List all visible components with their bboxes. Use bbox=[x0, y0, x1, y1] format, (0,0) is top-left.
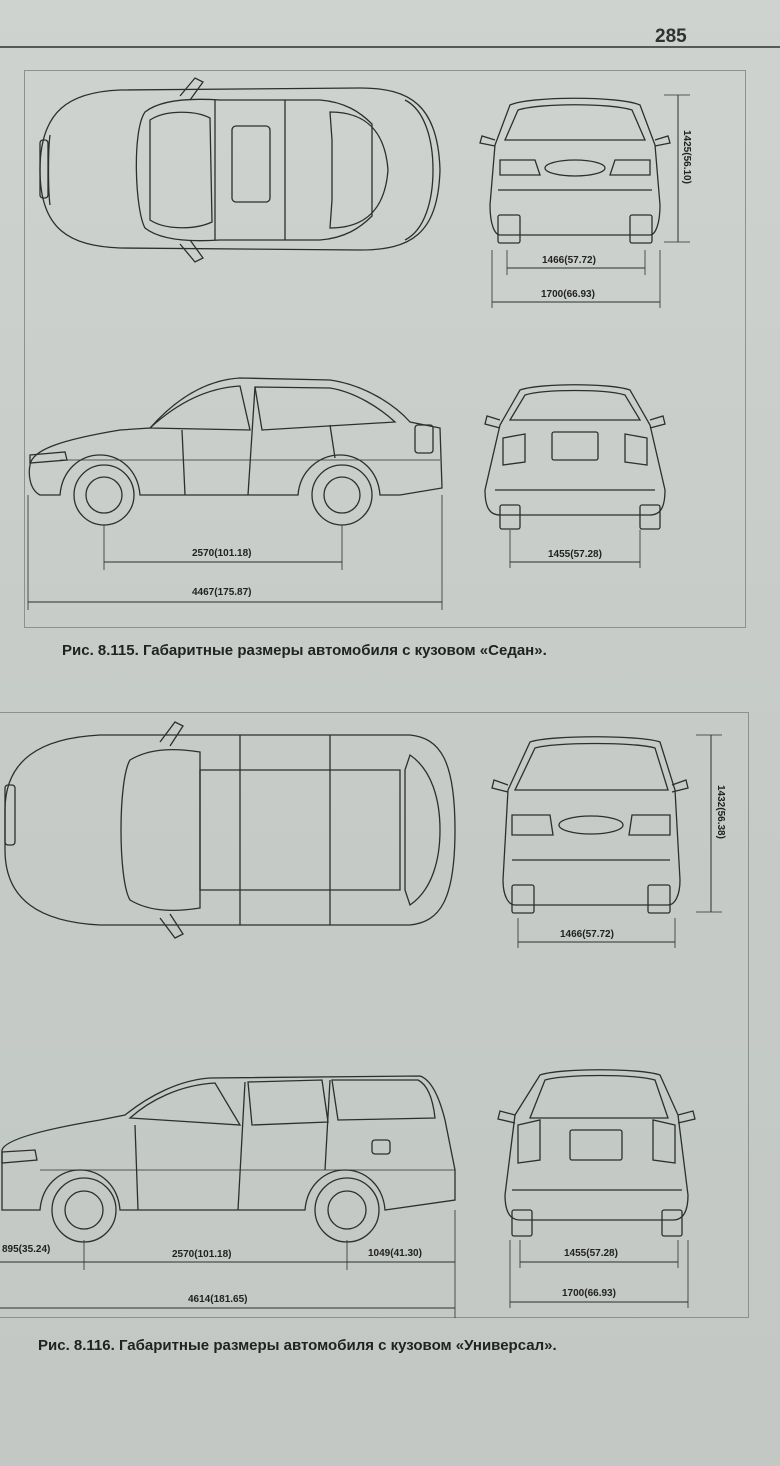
dim-wagon-rear-overhang: 1049(41.30) bbox=[368, 1248, 422, 1259]
figure-frame-sedan bbox=[24, 70, 746, 628]
sedan-rear-view bbox=[484, 384, 666, 568]
page-number: 285 bbox=[655, 26, 687, 47]
dim-wagon-height: 1432(56.38) bbox=[715, 785, 726, 839]
dim-wagon-front-track: 1466(57.72) bbox=[560, 929, 614, 940]
dim-sedan-rear-track: 1455(57.28) bbox=[548, 549, 602, 560]
dim-wagon-length: 4614(181.65) bbox=[188, 1294, 248, 1305]
dim-wagon-wheelbase: 2570(101.18) bbox=[172, 1249, 232, 1260]
dim-sedan-wheelbase: 2570(101.18) bbox=[192, 548, 252, 559]
wagon-rear-view bbox=[497, 1069, 696, 1308]
figure-frame-wagon bbox=[0, 712, 749, 1318]
sedan-side-view bbox=[27, 377, 443, 610]
dim-wagon-width: 1700(66.93) bbox=[562, 1288, 616, 1299]
wagon-top-view bbox=[4, 721, 456, 939]
sedan-top-view bbox=[39, 77, 441, 263]
header-rule bbox=[0, 46, 780, 48]
dim-sedan-length: 4467(175.87) bbox=[192, 587, 252, 598]
dim-wagon-front-overhang: 895(35.24) bbox=[2, 1244, 51, 1255]
caption-figure-8-116: Рис. 8.116. Габаритные размеры автомобил… bbox=[38, 1337, 557, 1354]
dim-sedan-height: 1425(56.10) bbox=[681, 130, 692, 184]
dim-sedan-width: 1700(66.93) bbox=[541, 289, 595, 300]
caption-figure-8-115: Рис. 8.115. Габаритные размеры автомобил… bbox=[62, 642, 547, 659]
wagon-front-view bbox=[491, 734, 722, 948]
wagon-side-view bbox=[0, 1075, 456, 1318]
sedan-front-view bbox=[479, 94, 690, 308]
dim-wagon-rear-track: 1455(57.28) bbox=[564, 1248, 618, 1259]
dim-sedan-front-track: 1466(57.72) bbox=[542, 255, 596, 266]
